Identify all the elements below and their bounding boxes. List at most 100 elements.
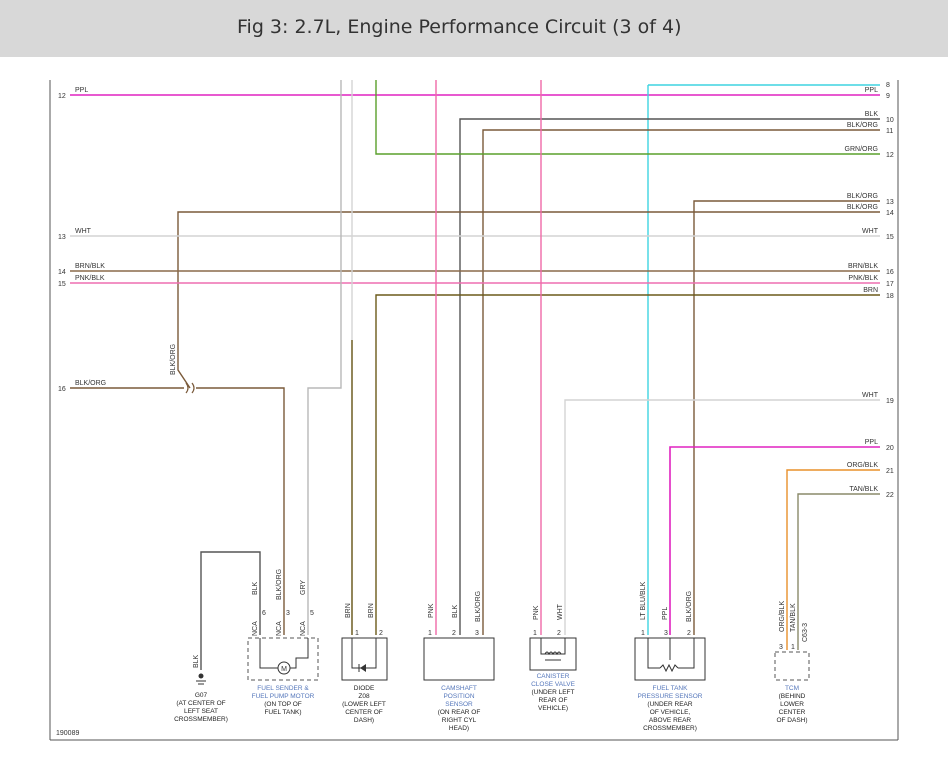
ft-pin-3: 3 bbox=[664, 630, 668, 637]
g07-desc-2: CROSSMEMBER) bbox=[174, 716, 228, 723]
right-num-16: 16 bbox=[886, 269, 894, 276]
left-num-16: 16 bbox=[58, 386, 66, 393]
cam-pin-1: 1 bbox=[428, 630, 432, 637]
vlabel-cam-blkorg: BLK/ORG bbox=[475, 591, 482, 622]
camshaft-desc-0: (ON REAR OF bbox=[438, 709, 481, 716]
wire-blkorg-13 bbox=[693, 200, 880, 635]
canister-desc-2: VEHICLE) bbox=[538, 705, 568, 712]
g07-desc-0: (AT CENTER OF bbox=[176, 700, 225, 707]
vlabel-fs-gry: GRY bbox=[300, 580, 307, 595]
canister-name-0: CANISTER bbox=[537, 673, 570, 680]
right-num-10: 10 bbox=[886, 117, 894, 124]
left-num-14: 14 bbox=[58, 269, 66, 276]
wire-wht-19 bbox=[564, 399, 880, 635]
vlabel-fs-blkorg: BLK/ORG bbox=[276, 569, 283, 600]
vlabel-cam-pnk: PNK bbox=[428, 603, 435, 618]
fuel-sender-desc-0: (ON TOP OF bbox=[264, 701, 302, 708]
left-num-13: 13 bbox=[58, 234, 66, 241]
fuel-pump-motor-icon: M bbox=[259, 638, 309, 675]
right-label-16: BRN/BLK bbox=[848, 263, 878, 270]
vlabel-ft-blkorg: BLK/ORG bbox=[686, 591, 693, 622]
wire-blkorg-14 bbox=[177, 211, 880, 389]
fuel-sender-name-0: FUEL SENDER & bbox=[257, 685, 309, 692]
diagram-id: 190089 bbox=[56, 730, 79, 737]
vlabel-d-brn2: BRN bbox=[368, 603, 375, 618]
canister-desc-0: (UNDER LEFT bbox=[532, 689, 575, 696]
right-num-17: 17 bbox=[886, 281, 894, 288]
tcm-name: TCM bbox=[785, 685, 799, 692]
right-label-18: BRN bbox=[863, 287, 878, 294]
ft-pin-1: 1 bbox=[641, 630, 645, 637]
fs-pin-6: 6 bbox=[262, 610, 266, 617]
left-label-16: BLK/ORG bbox=[75, 380, 106, 387]
left-label-15: PNK/BLK bbox=[75, 275, 105, 282]
right-label-20: PPL bbox=[865, 439, 878, 446]
right-label-9: PPL bbox=[865, 87, 878, 94]
right-label-22: TAN/BLK bbox=[849, 486, 878, 493]
wire-gry bbox=[307, 80, 342, 635]
diode-name-0: DIODE bbox=[354, 685, 375, 692]
vlabel-tcm-tan: TAN/BLK bbox=[790, 603, 797, 632]
fs-nca-3: NCA bbox=[300, 621, 307, 636]
vlabel-can-wht: WHT bbox=[557, 603, 564, 620]
fs-pin-3: 3 bbox=[286, 610, 290, 617]
wire-brn-18 bbox=[375, 294, 880, 635]
tcm-desc-0: (BEHIND bbox=[779, 693, 806, 700]
left-num-12: 12 bbox=[58, 93, 66, 100]
wire-blkorg-16-right bbox=[196, 387, 285, 635]
vlabel-cam-blk: BLK bbox=[452, 604, 459, 618]
camshaft-name-0: CAMSHAFT bbox=[441, 685, 477, 692]
tcm-box bbox=[774, 651, 810, 681]
camshaft-box bbox=[423, 637, 495, 681]
right-num-12: 12 bbox=[886, 152, 894, 159]
potentiometer-icon bbox=[647, 638, 695, 673]
vlabel-ft-ppl: PPL bbox=[662, 607, 669, 620]
tcm-desc-1: LOWER bbox=[780, 701, 804, 708]
title-bar: Fig 3: 2.7L, Engine Performance Circuit … bbox=[0, 0, 948, 57]
fuel-sender-box bbox=[247, 637, 319, 681]
right-num-14: 14 bbox=[886, 210, 894, 217]
diode-box bbox=[341, 637, 388, 681]
fuel-tank-desc-0: (UNDER REAR bbox=[647, 701, 692, 708]
fuel-tank-desc-1: OF VEHICLE, bbox=[650, 709, 691, 716]
left-label-12: PPL bbox=[75, 87, 88, 94]
right-label-21: ORG/BLK bbox=[847, 462, 878, 469]
fuel-sender-name-1: FUEL PUMP MOTOR bbox=[252, 693, 315, 700]
vlabel-can-pnk: PNK bbox=[533, 605, 540, 620]
cam-pin-2: 2 bbox=[452, 630, 456, 637]
left-label-14: BRN/BLK bbox=[75, 263, 105, 270]
wire-ppl-20 bbox=[669, 446, 880, 635]
svg-text:M: M bbox=[281, 666, 287, 673]
vlabel-fs-blk: BLK bbox=[252, 581, 259, 595]
tcm-desc-2: CENTER bbox=[779, 709, 806, 716]
right-num-22: 22 bbox=[886, 492, 894, 499]
g07-desc-1: LEFT SEAT bbox=[184, 708, 218, 715]
can-pin-1: 1 bbox=[533, 630, 537, 637]
camshaft-desc-1: RIGHT CYL bbox=[442, 717, 477, 724]
page-title: Fig 3: 2.7L, Engine Performance Circuit … bbox=[237, 16, 682, 38]
fuel-tank-desc-3: CROSSMEMBER) bbox=[643, 725, 697, 732]
camshaft-name-2: SENSOR bbox=[445, 701, 473, 708]
right-label-12: GRN/ORG bbox=[845, 146, 878, 153]
right-num-20: 20 bbox=[886, 445, 894, 452]
right-label-11: BLK/ORG bbox=[847, 122, 878, 129]
fuel-tank-name-1: PRESSURE SENSOR bbox=[637, 693, 702, 700]
vlabel-blk-org-diag: BLK/ORG bbox=[170, 344, 177, 375]
fuel-sender-desc-1: FUEL TANK) bbox=[264, 709, 301, 716]
right-num-11: 11 bbox=[886, 128, 893, 135]
vlabel-tcm-org: ORG/BLK bbox=[779, 601, 786, 632]
right-num-15: 15 bbox=[886, 234, 894, 241]
ground-g07 bbox=[196, 673, 206, 685]
tcm-pin-3: 3 bbox=[779, 644, 783, 651]
d-pin-2: 2 bbox=[379, 630, 383, 637]
tcm-pin-1: 1 bbox=[791, 644, 795, 651]
g07-name: G07 bbox=[195, 692, 208, 699]
wire-blk-g07 bbox=[200, 551, 261, 670]
tcm-desc-3: OF DASH) bbox=[776, 717, 807, 724]
fs-nca-1: NCA bbox=[252, 621, 259, 636]
left-num-15: 15 bbox=[58, 281, 66, 288]
wire-tanblk-22 bbox=[797, 493, 880, 650]
wire-grnorg-12 bbox=[375, 80, 880, 155]
cam-pin-3: 3 bbox=[475, 630, 479, 637]
